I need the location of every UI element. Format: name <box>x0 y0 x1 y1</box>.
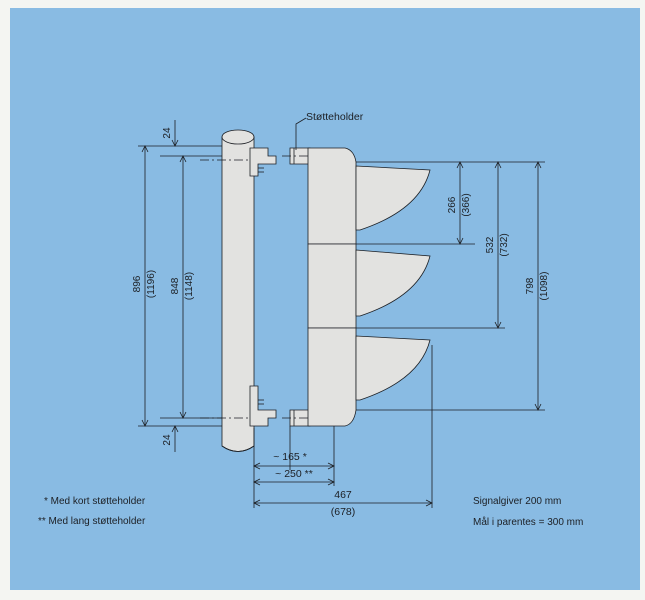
dim-arrows-outer-height <box>141 145 149 427</box>
dim-outer-height: 896 <box>132 275 143 292</box>
dim-inner-height: 848 <box>170 277 181 294</box>
dim-total-height-alt: (1098) <box>539 272 550 301</box>
dim-lamp-step: 266 <box>447 196 458 213</box>
dim-depth: 467 <box>334 489 352 501</box>
dim-offset-long: ~ 250 ** <box>275 468 313 480</box>
dim-arrow-bottom-gap <box>171 425 179 433</box>
dim-offset-short: ~ 165 * <box>273 451 307 463</box>
dim-depth-alt: (678) <box>331 506 356 518</box>
dim-arrows-offset-long <box>253 478 335 486</box>
visor-bottom <box>355 335 431 401</box>
support-holder-label: Støtteholder <box>306 111 364 123</box>
dim-arrows-total-height <box>534 161 542 411</box>
dim-arrows-offset-short <box>253 462 335 470</box>
dim-arrows-inner-height <box>179 155 187 419</box>
dim-outer-height-alt: (1196) <box>146 270 157 298</box>
lower-pole-clamp <box>249 385 277 427</box>
spec-line-1: Signalgiver 200 mm <box>473 496 561 507</box>
dim-arrows-lamp-double <box>494 161 502 329</box>
dim-total-height: 798 <box>525 277 536 294</box>
dim-lamp-double-alt: (732) <box>499 233 510 256</box>
upper-pole-clamp <box>249 147 277 177</box>
dim-arrows-lamp-step <box>456 161 464 245</box>
visor-middle <box>355 249 431 317</box>
dim-arrows-depth <box>253 499 433 507</box>
pole <box>221 129 255 452</box>
visor-top <box>355 165 431 231</box>
dim-top-gap: 24 <box>162 127 173 139</box>
legend-short-holder: * Med kort støtteholder <box>44 496 146 507</box>
legend-long-holder: ** Med lang støtteholder <box>38 516 146 527</box>
dim-bottom-gap: 24 <box>162 434 173 446</box>
dim-inner-height-alt: (1148) <box>184 272 195 300</box>
spec-line-2: Mål i parentes = 300 mm <box>473 516 583 528</box>
signal-housing <box>307 147 357 427</box>
dim-lamp-step-alt: (366) <box>461 193 472 216</box>
dim-arrow-top-gap <box>171 139 179 147</box>
support-label-leader <box>295 117 307 150</box>
dim-lamp-double: 532 <box>485 236 496 253</box>
